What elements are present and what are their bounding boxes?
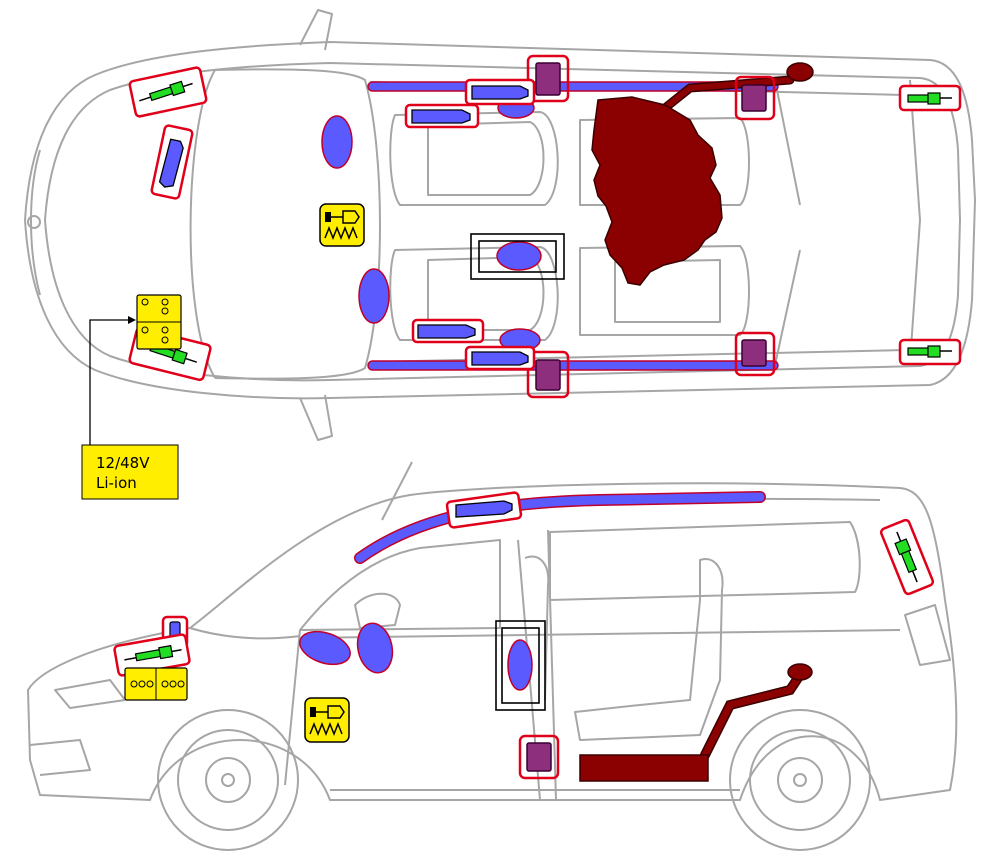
side-view-fuel-system (579, 663, 813, 782)
side-view-fuel-cap (787, 663, 813, 681)
curtain-airbag-top-right (367, 360, 779, 371)
top-view-front-seat-left-inner (427, 121, 545, 196)
side-airbag-center (507, 639, 533, 691)
battery-label-line2: Li-ion (96, 474, 137, 492)
side-view-gas-generator-icon (304, 697, 350, 743)
top-view-right-mirror (299, 394, 333, 441)
side-view-fuel-filler-pipe (700, 670, 805, 760)
top-view-windscreen (214, 68, 381, 380)
battery-label: 12/48V Li-ion (81, 444, 179, 500)
top-view-hood-line (189, 69, 216, 379)
reinforcement-b-pillar-right-box (526, 350, 570, 399)
side-view-airbags (299, 622, 533, 691)
reinforcement-b-pillar-left-box (526, 54, 570, 103)
reinforcement-c-pillar-right (741, 339, 767, 367)
fuel-filler-pipe-inner (657, 77, 793, 115)
side-view-headlight (54, 679, 126, 709)
airbag-driver (321, 115, 353, 169)
top-view-reinforcements (526, 54, 776, 399)
top-view-airbags (321, 97, 542, 352)
side-view-roof-gas-generator (445, 491, 523, 529)
top-view-rear-seat-left (579, 117, 750, 206)
top-view-front-grille (30, 149, 41, 296)
reinforcement-c-pillar-left (741, 84, 767, 112)
side-view-taillight (904, 604, 951, 666)
fuel-filler-cap (786, 62, 814, 82)
side-airbag-passenger (356, 622, 394, 674)
top-view-fuel-tank (591, 62, 814, 286)
top-view-rear-seat-right (579, 245, 750, 336)
rear-wheel (729, 709, 871, 851)
side-view-reinforcement (518, 734, 560, 780)
side-view-rear-belt-tensioner (879, 518, 935, 596)
top-view-side-line-right (369, 349, 906, 363)
side-view-antenna (381, 461, 413, 521)
top-view-center-airbag-box (470, 233, 565, 280)
side-view-front-door (284, 629, 301, 786)
top-view-rear-seat-right-inner (614, 259, 721, 323)
side-view-front-bumper (29, 739, 91, 776)
side-view-hood-line (189, 627, 301, 640)
reinforcement-c-pillar-right-box (734, 331, 776, 377)
top-view-body-outline (24, 41, 976, 400)
side-view-rear-window (549, 521, 861, 601)
side-view-body-outline (27, 482, 958, 801)
side-view-mirror (354, 592, 401, 629)
gas-generator-icon (319, 203, 365, 247)
top-view-gas-generators (150, 78, 536, 371)
side-view-fuel-tank (579, 754, 709, 782)
side-view-front-seat (524, 555, 550, 701)
battery-leader-line (89, 316, 136, 445)
reinforcement-b-pillar-left (535, 62, 561, 96)
side-view-center-airbag-box (495, 620, 546, 711)
top-view-front-seat-right (389, 246, 559, 341)
side-view-rear-seat (574, 558, 724, 741)
airbag-passenger (358, 268, 390, 324)
top-view-left-mirror (299, 9, 333, 51)
top-view-c-pillar-left (774, 79, 801, 206)
fuel-tank-body (591, 96, 723, 286)
top-view-belt-tensioners (128, 66, 962, 382)
side-view-pillar-b2 (547, 529, 557, 801)
top-view-inner-outline (44, 62, 961, 382)
side-view-front-window (299, 539, 501, 631)
side-airbag-dashboard (299, 630, 351, 666)
side-view-battery-icon (124, 667, 188, 701)
reinforcement-c-pillar-left-box (734, 75, 776, 121)
front-wheel (157, 709, 299, 851)
top-view-front-seat-left (389, 111, 559, 206)
side-view-sliding-rail (299, 629, 901, 639)
top-view-logo (27, 215, 41, 229)
battery-icon (136, 294, 182, 350)
airbag-center (496, 241, 542, 271)
top-view-c-pillar-right (774, 249, 801, 366)
side-view-wheels (157, 709, 871, 851)
battery-label-line1: 12/48V (96, 454, 150, 472)
top-view-rear-window (909, 79, 921, 363)
reinforcement-b-pillar-right (535, 359, 561, 391)
